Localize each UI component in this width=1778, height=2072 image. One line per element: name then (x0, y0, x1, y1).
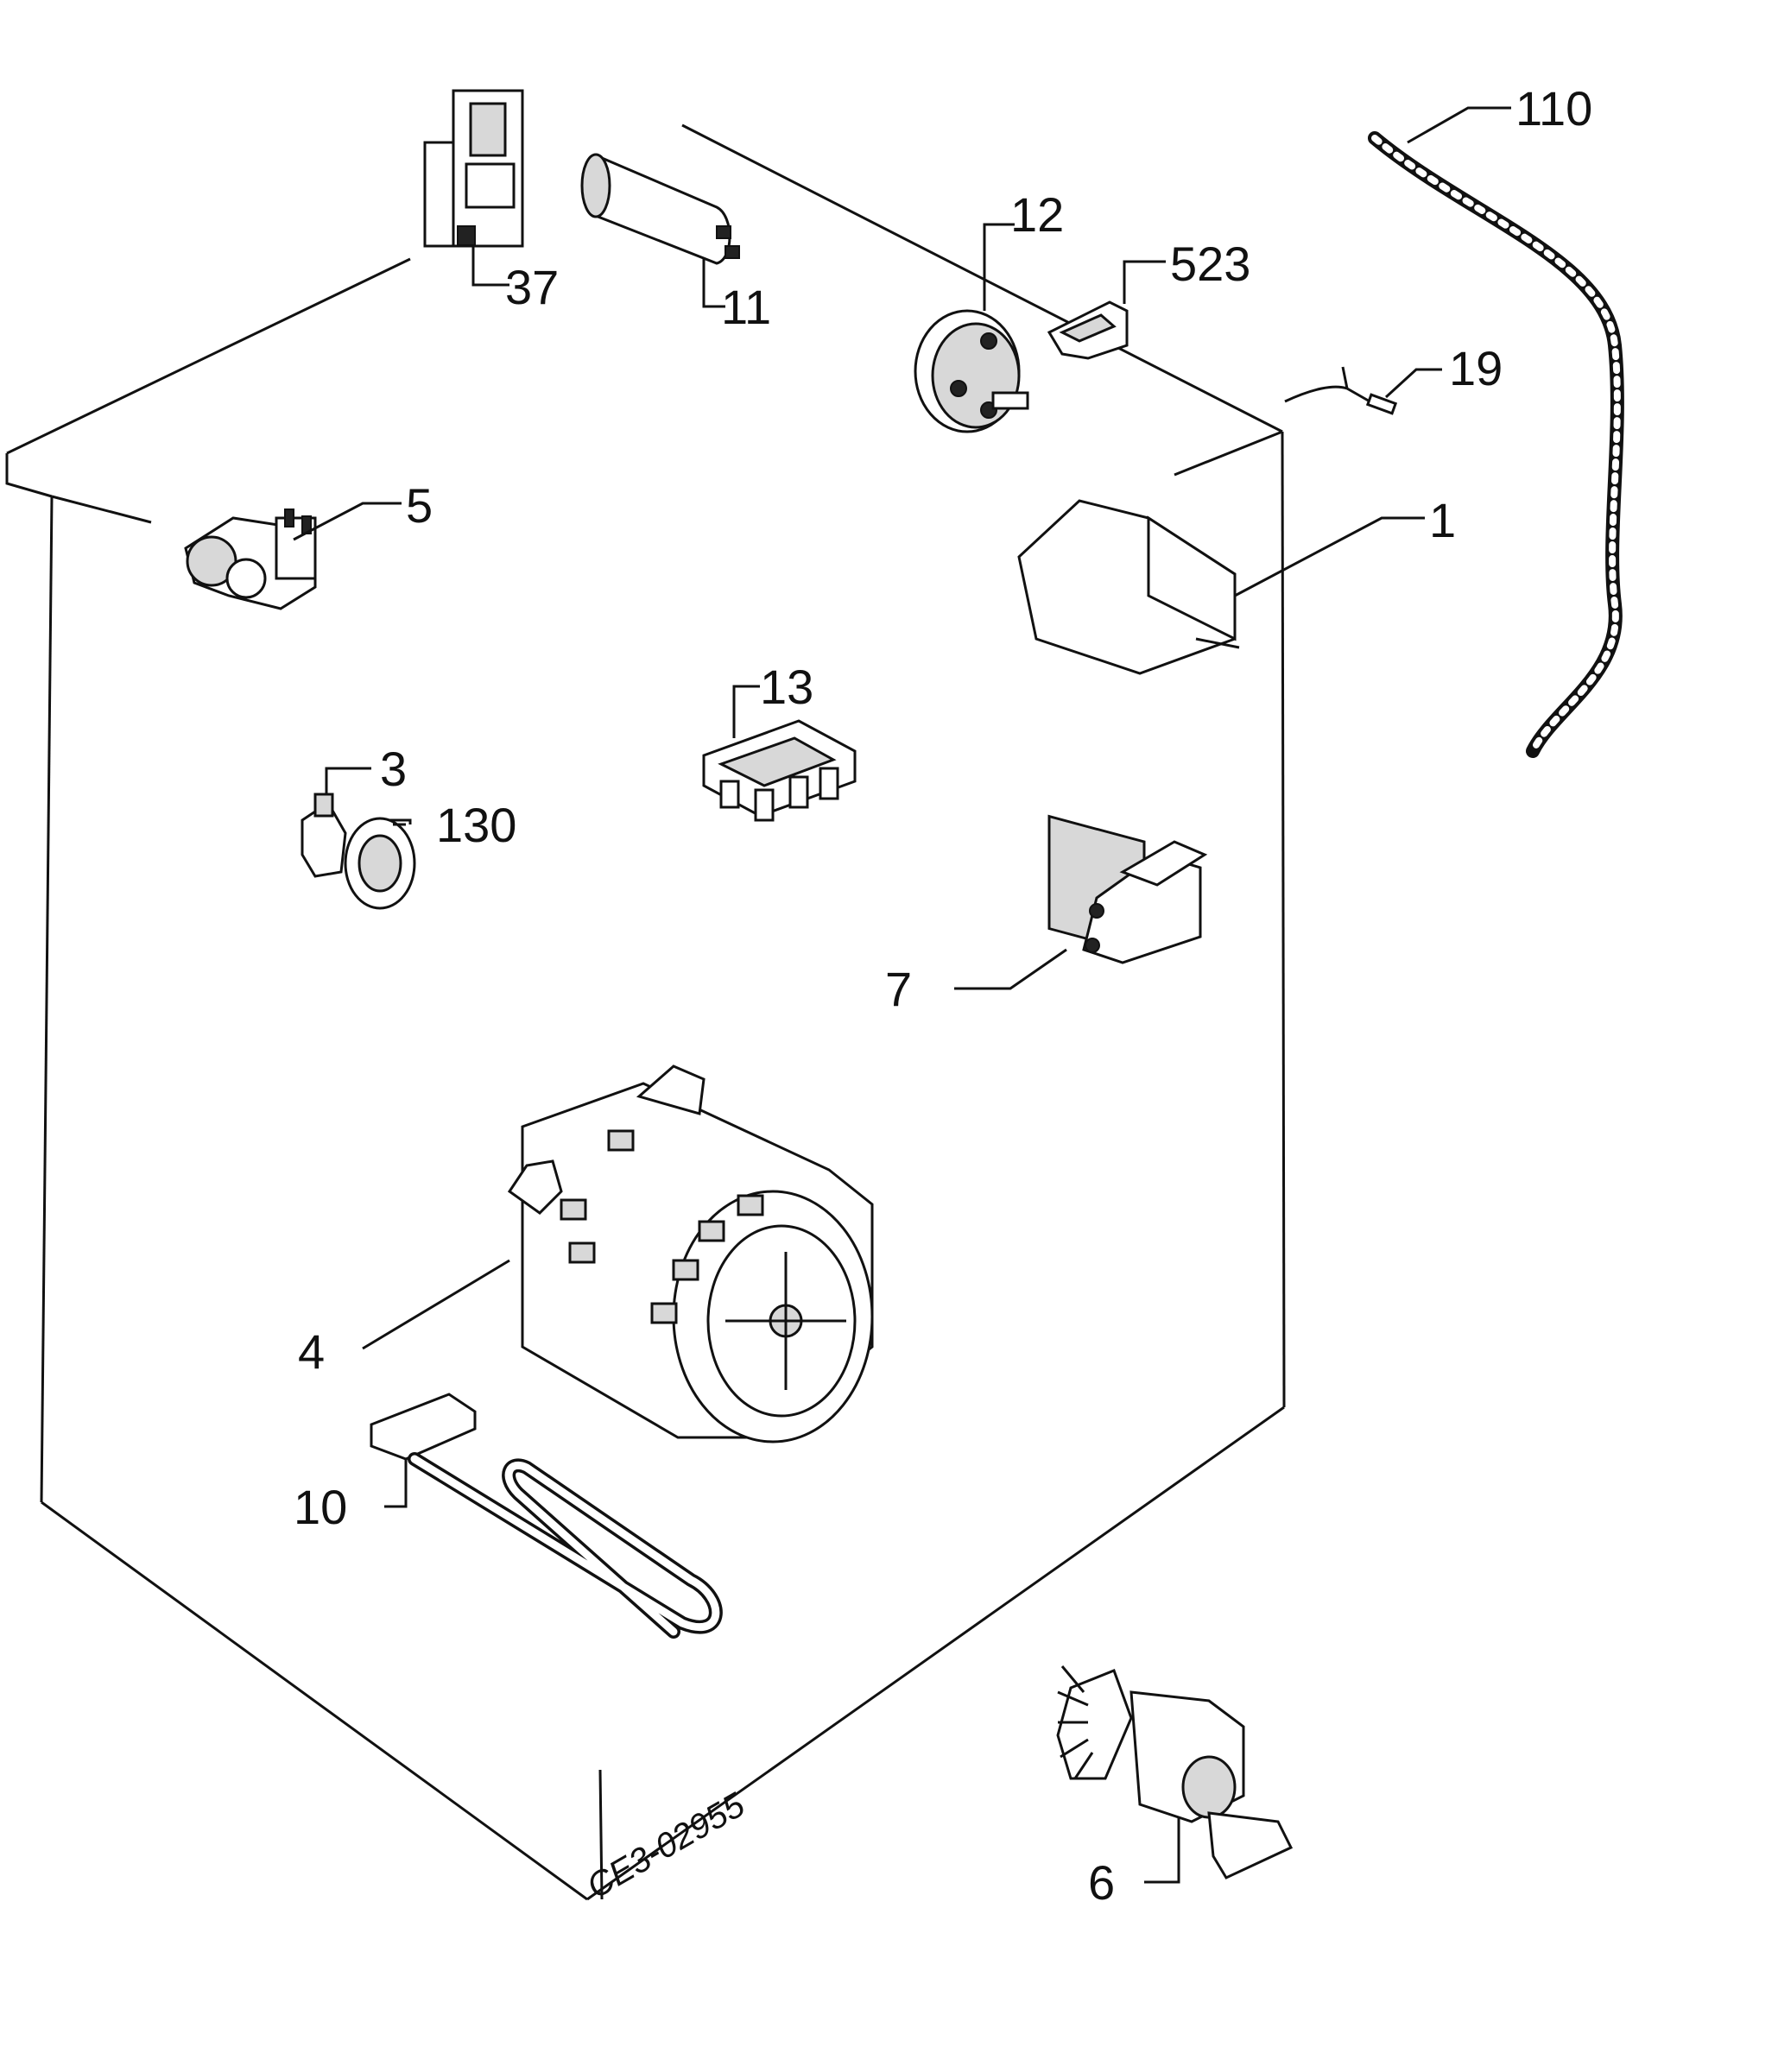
part-130-grommet (344, 817, 416, 910)
part-11-capacitor (580, 153, 740, 308)
part-19-sensor-wire (1284, 366, 1442, 415)
label-12: 12 (1010, 187, 1064, 242)
part-4-motor (362, 1064, 874, 1443)
part-5-inlet-valve (184, 502, 402, 610)
drawing-code: CE3-02955 (581, 1785, 752, 1906)
label-6: 6 (1088, 1855, 1115, 1910)
part-110-hose (1368, 106, 1624, 758)
part-37-switch (423, 89, 524, 287)
part-523-clip (1047, 260, 1166, 360)
part-3-sensor (301, 767, 371, 878)
label-37: 37 (505, 260, 559, 314)
label-130: 130 (436, 798, 516, 852)
label-523: 523 (1170, 237, 1250, 291)
part-1-timer (1017, 499, 1425, 956)
label-11: 11 (721, 280, 771, 334)
label-3: 3 (380, 742, 407, 796)
label-1: 1 (1429, 493, 1456, 547)
part-13-terminal-block (702, 685, 857, 822)
part-7-door-lock (954, 840, 1208, 990)
label-110: 110 (1515, 81, 1592, 136)
label-4: 4 (298, 1324, 325, 1379)
label-5: 5 (406, 478, 433, 533)
label-19: 19 (1449, 341, 1503, 395)
part-12-pressure-switch (914, 223, 1029, 433)
label-10: 10 (294, 1480, 347, 1534)
label-13: 13 (760, 660, 813, 714)
cabinet-outline (5, 123, 1286, 1901)
part-10-heater (370, 1393, 723, 1639)
part-6-drain-pump (1056, 1665, 1294, 1884)
label-7: 7 (885, 962, 912, 1016)
